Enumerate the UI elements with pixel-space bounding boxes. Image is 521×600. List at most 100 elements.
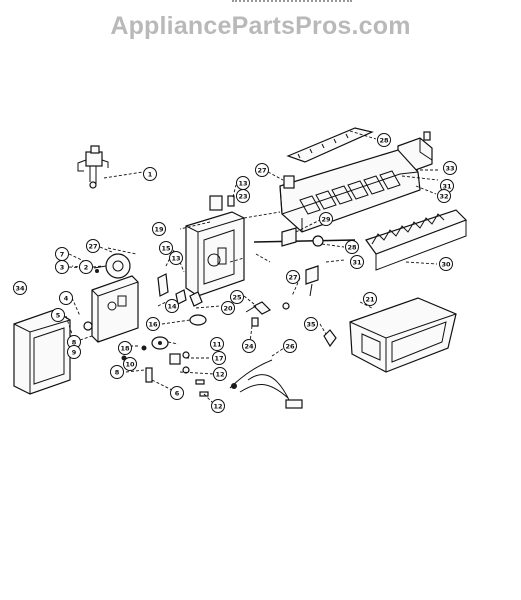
callout-label: 32 bbox=[439, 193, 448, 201]
callout-circle bbox=[59, 291, 73, 305]
callout-label: 2 bbox=[84, 264, 89, 272]
wiring-harness bbox=[229, 359, 303, 409]
callout-circle bbox=[13, 281, 27, 295]
callout-label: 5 bbox=[56, 312, 61, 320]
callout-21: 21 bbox=[363, 292, 377, 306]
front-cover bbox=[13, 309, 71, 395]
callout-label: 16 bbox=[148, 321, 158, 329]
callout-label: 4 bbox=[64, 295, 69, 303]
callout-31: 31 bbox=[350, 255, 364, 269]
callout-circle bbox=[170, 386, 184, 400]
callout-circle bbox=[213, 367, 227, 381]
callout-circle bbox=[350, 255, 364, 269]
callout-label: 11 bbox=[212, 341, 222, 349]
callout-35: 35 bbox=[304, 317, 318, 331]
callout-circle bbox=[211, 399, 225, 413]
callout-circle bbox=[210, 337, 224, 351]
callout-28: 28 bbox=[377, 133, 391, 147]
callout-circle bbox=[86, 239, 100, 253]
callout-19: 19 bbox=[152, 222, 166, 236]
callout-label: 13 bbox=[238, 180, 247, 188]
callout-8: 8 bbox=[110, 365, 124, 379]
callout-label: 15 bbox=[161, 245, 171, 253]
callout-circle bbox=[283, 339, 297, 353]
callout-15: 15 bbox=[159, 241, 173, 255]
callout-label: 27 bbox=[88, 243, 97, 251]
callout-27: 27 bbox=[86, 239, 100, 253]
callout-circle bbox=[165, 299, 179, 313]
callout-circle bbox=[439, 257, 453, 271]
header-artifact bbox=[232, 0, 352, 6]
callout-label: 1 bbox=[148, 171, 153, 179]
callout-label: 8 bbox=[115, 369, 120, 377]
callout-circle bbox=[67, 345, 81, 359]
callout-label: 35 bbox=[306, 321, 316, 329]
callout-circle bbox=[123, 357, 137, 371]
callout-32: 32 bbox=[437, 189, 451, 203]
callout-label: 34 bbox=[15, 285, 25, 293]
callout-9: 9 bbox=[67, 345, 81, 359]
callout-circle bbox=[221, 301, 235, 315]
callout-7: 7 bbox=[55, 247, 69, 261]
callout-16: 16 bbox=[146, 317, 160, 331]
callout-label: 30 bbox=[441, 261, 451, 269]
callout-circle bbox=[212, 351, 226, 365]
callout-circle bbox=[118, 341, 132, 355]
callout-label: 28 bbox=[347, 244, 357, 252]
callout-label: 33 bbox=[445, 165, 454, 173]
callout-label: 19 bbox=[154, 226, 164, 234]
mounting-plate bbox=[91, 275, 139, 343]
callout-17: 17 bbox=[212, 351, 226, 365]
stripper-comb bbox=[365, 209, 468, 271]
callout-circle bbox=[437, 189, 451, 203]
ice-mold bbox=[279, 149, 421, 233]
callout-circle bbox=[55, 260, 69, 274]
callout-6: 6 bbox=[170, 386, 184, 400]
ejector-rail bbox=[286, 127, 374, 163]
callout-label: 12 bbox=[215, 371, 224, 379]
callout-13: 13 bbox=[169, 251, 183, 265]
callout-18: 18 bbox=[118, 341, 132, 355]
callout-8: 8 bbox=[67, 335, 81, 349]
callout-circle bbox=[255, 163, 269, 177]
callout-25: 25 bbox=[230, 290, 244, 304]
callout-label: 13 bbox=[171, 255, 180, 263]
callout-10: 10 bbox=[123, 357, 137, 371]
callout-5: 5 bbox=[51, 308, 65, 322]
callout-label: 10 bbox=[125, 361, 135, 369]
callout-label: 18 bbox=[120, 345, 130, 353]
callout-33: 33 bbox=[443, 161, 457, 175]
motor-gear bbox=[85, 253, 131, 279]
callout-circle bbox=[363, 292, 377, 306]
callout-14: 14 bbox=[165, 299, 179, 313]
callout-12: 12 bbox=[211, 399, 225, 413]
callout-28: 28 bbox=[345, 240, 359, 254]
callout-circle bbox=[143, 167, 157, 181]
callout-24: 24 bbox=[242, 339, 256, 353]
callout-label: 24 bbox=[244, 343, 254, 351]
callout-label: 3 bbox=[60, 264, 65, 272]
callout-circle bbox=[236, 189, 250, 203]
callout-circle bbox=[146, 317, 160, 331]
callout-11: 11 bbox=[210, 337, 224, 351]
callout-label: 26 bbox=[285, 343, 295, 351]
callout-label: 6 bbox=[175, 390, 180, 398]
callout-circle bbox=[159, 241, 173, 255]
callout-29: 29 bbox=[319, 212, 333, 226]
callout-label: 25 bbox=[232, 294, 242, 302]
callout-4: 4 bbox=[59, 291, 73, 305]
callout-label: 28 bbox=[379, 137, 389, 145]
callout-circle bbox=[230, 290, 244, 304]
ice-bin bbox=[349, 297, 457, 373]
callout-23: 23 bbox=[236, 189, 250, 203]
water-valve bbox=[77, 145, 109, 189]
callout-label: 21 bbox=[365, 296, 375, 304]
callout-1: 1 bbox=[143, 167, 157, 181]
callout-label: 29 bbox=[321, 216, 331, 224]
callout-circle bbox=[169, 251, 183, 265]
callout-27: 27 bbox=[286, 270, 300, 284]
callout-circle bbox=[242, 339, 256, 353]
callout-circle bbox=[377, 133, 391, 147]
callout-27: 27 bbox=[255, 163, 269, 177]
